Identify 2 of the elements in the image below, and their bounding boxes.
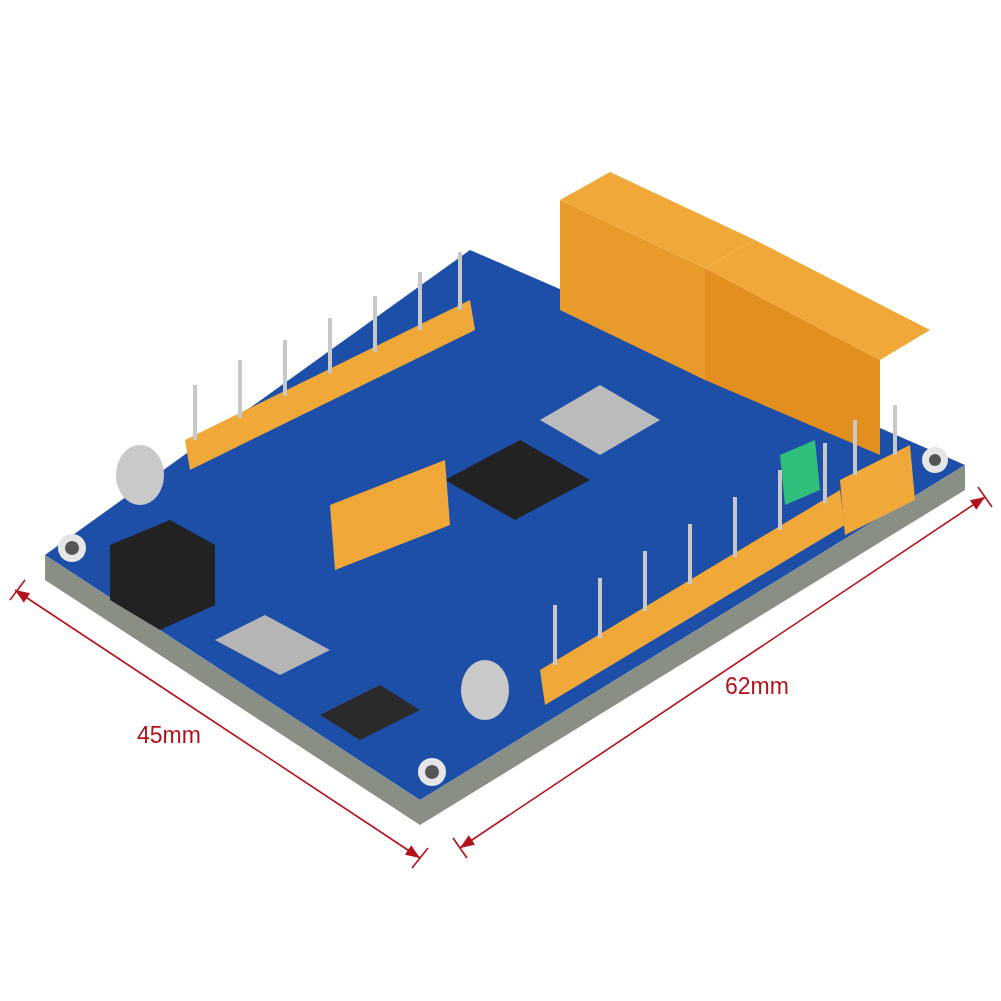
dimension-label: 62mm	[725, 673, 789, 700]
dimension-label: 45mm	[137, 722, 201, 749]
